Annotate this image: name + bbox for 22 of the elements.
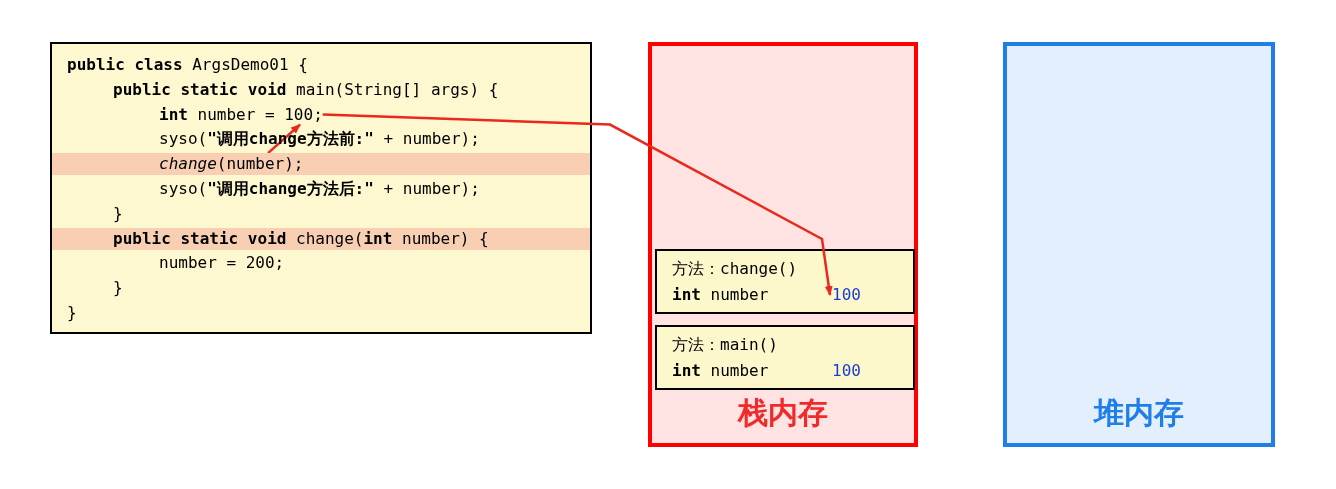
value-label: 100	[832, 284, 861, 306]
memory-panel	[648, 42, 918, 447]
code-line: syso("调用change方法后:" + number);	[159, 178, 480, 200]
method-label: 方法：main()	[672, 334, 778, 356]
variable-label: int number	[672, 360, 769, 382]
code-line: public static void main(String[] args) {	[113, 78, 499, 101]
arrow	[322, 113, 833, 296]
code-line: }	[113, 277, 123, 300]
stack-frame	[655, 249, 915, 314]
code-line: }	[113, 202, 123, 225]
method-label: 方法：change()	[672, 258, 798, 280]
code-line: int number = 100;	[159, 103, 323, 126]
memory-title: 堆内存	[1092, 395, 1185, 431]
value-label: 100	[832, 360, 861, 382]
code-line: }	[67, 302, 77, 324]
code-line: public class ArgsDemo01 {	[67, 54, 308, 76]
variable-label: int number	[672, 284, 769, 306]
code-line: number = 200;	[159, 252, 285, 275]
memory-title: 栈内存	[736, 395, 829, 431]
stack-frame	[655, 325, 915, 390]
memory-panel	[1003, 42, 1275, 447]
code-panel	[50, 42, 592, 334]
